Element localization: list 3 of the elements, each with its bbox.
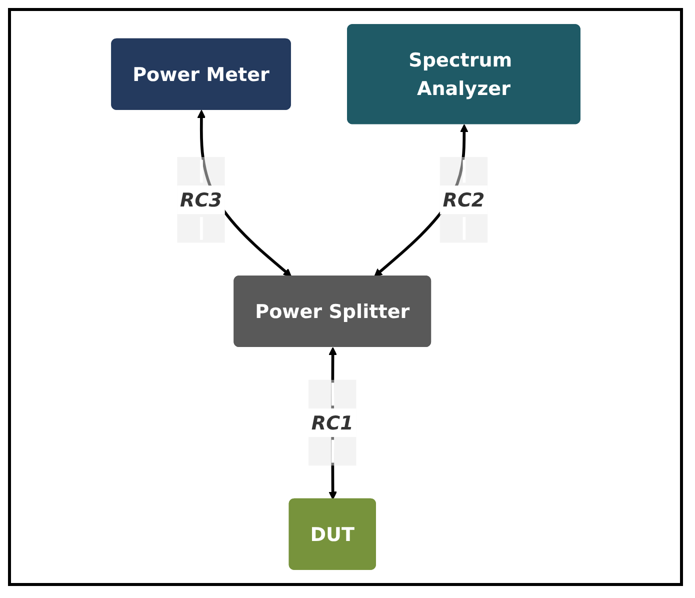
- edge-label: RC3: [180, 188, 222, 212]
- edge-label: RC1: [311, 411, 354, 434]
- edge-label: RC2: [442, 188, 484, 212]
